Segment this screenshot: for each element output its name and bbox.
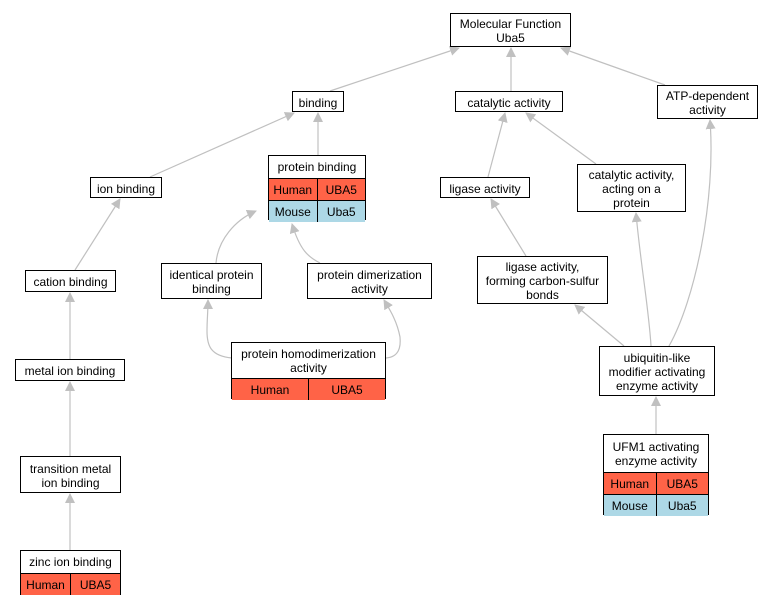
edge-catprot-to-catalytic xyxy=(525,112,597,165)
node-label: zinc ion binding xyxy=(29,555,112,569)
edge-atp-to-mf xyxy=(560,46,666,86)
gene-cell: UBA5 xyxy=(316,179,365,200)
node-binding: binding xyxy=(292,91,344,112)
node-ion: ion binding xyxy=(90,177,162,198)
node-ligase: ligase activity xyxy=(440,177,530,198)
node-label: protein binding xyxy=(277,160,357,174)
node-label: ion binding xyxy=(96,181,156,196)
species-cell: Human xyxy=(21,574,70,595)
gene-cell: Uba5 xyxy=(655,495,708,516)
node-metal: metal ion binding xyxy=(15,359,125,381)
node-cation: cation binding xyxy=(25,270,116,292)
species-cell: Mouse xyxy=(604,495,656,516)
species-cell: Human xyxy=(604,473,656,494)
species-cell: Human xyxy=(232,379,308,400)
node-label: cation binding xyxy=(33,275,108,289)
species-cell: Mouse xyxy=(269,201,317,222)
node-label: catalytic activity xyxy=(467,95,551,110)
gene-cell: UBA5 xyxy=(70,574,120,595)
edge-homodimer-to-dimer xyxy=(383,299,401,359)
edge-dimer-to-protein xyxy=(289,223,321,264)
gene-cell: UBA5 xyxy=(655,473,708,494)
gene-cell: Uba5 xyxy=(316,201,365,222)
node-label: ligase activity xyxy=(449,181,521,196)
gene-cell: UBA5 xyxy=(308,379,385,400)
node-label: metal ion binding xyxy=(24,364,116,378)
edge-ubl-to-cs xyxy=(574,304,625,347)
species-cell: Human xyxy=(269,179,317,200)
edge-ion-to-binding xyxy=(149,112,295,178)
node-label: binding xyxy=(298,95,338,110)
edge-binding-to-mf xyxy=(329,46,460,92)
edge-ligase-to-catalytic xyxy=(487,112,508,178)
edge-homodimer-to-identical xyxy=(202,299,233,359)
edge-cs-to-ligase xyxy=(490,198,527,257)
edge-cation-to-ion xyxy=(74,198,121,271)
node-catalytic: catalytic activity xyxy=(455,91,563,112)
edge-ubl-to-catprot xyxy=(631,212,652,347)
edge-ubl-to-atp xyxy=(668,119,716,347)
edge-identical-to-protein xyxy=(215,209,257,264)
